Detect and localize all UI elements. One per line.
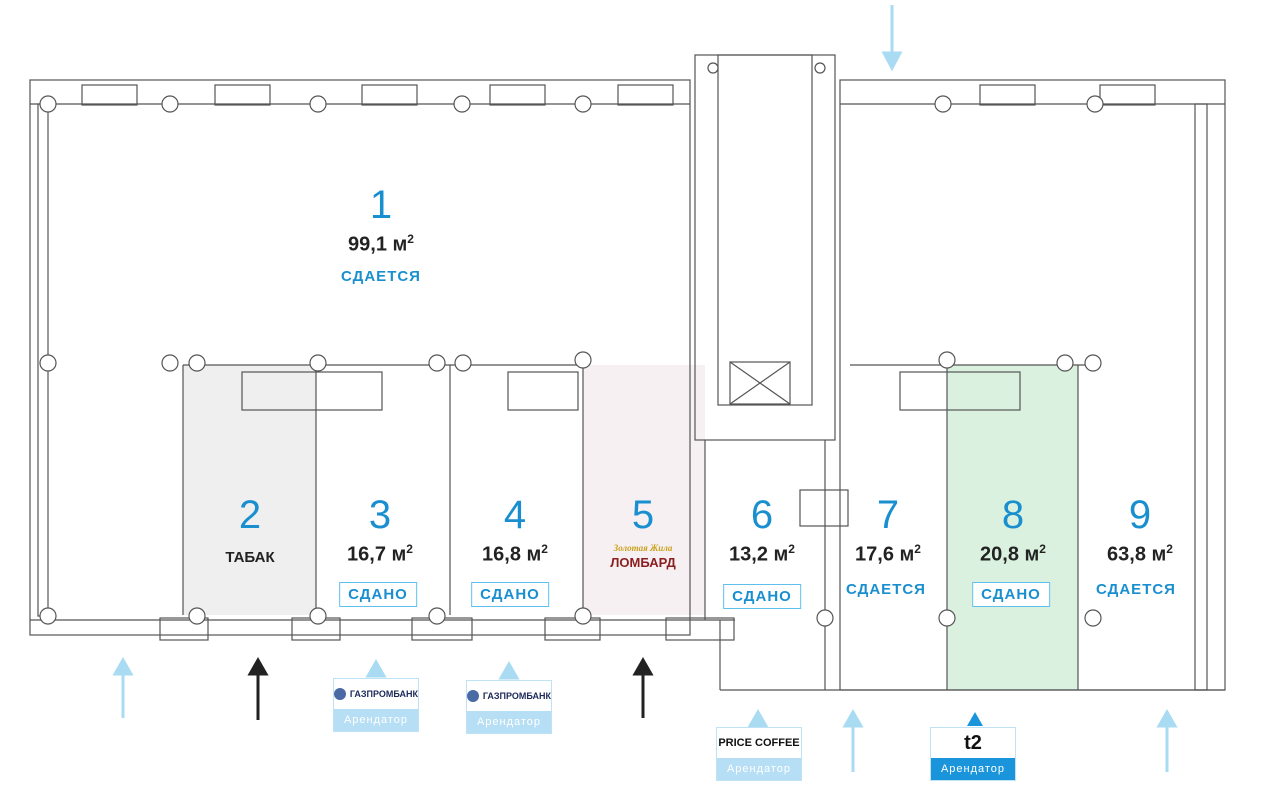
- unit-8-fill: [947, 365, 1078, 690]
- tenant-script-logo: Золотая Жила: [613, 543, 673, 553]
- tenant-logo-t2: t2 Арендатор: [930, 727, 1016, 781]
- unit-status: СДАЕТСЯ: [1096, 581, 1176, 598]
- unit-number: 3: [368, 493, 392, 537]
- tenant-logo-gazprombank: ГАЗПРОМБАНК Арендатор: [333, 678, 419, 732]
- unit-number: 5: [631, 493, 655, 537]
- unit-5-fill: [583, 365, 705, 615]
- unit-area: 63,8 м2: [1107, 542, 1173, 566]
- unit-status: СДАНО: [723, 584, 801, 609]
- unit-tenant: ТАБАК: [225, 549, 275, 566]
- unit-status: СДАЕТСЯ: [846, 581, 926, 598]
- unit-area: 20,8 м2: [980, 542, 1046, 566]
- unit-area: 99,1 м2: [348, 232, 414, 256]
- unit-area: 17,6 м2: [855, 542, 921, 566]
- unit-number: 9: [1128, 493, 1152, 537]
- columns: [39, 62, 1104, 627]
- unit-tenant: ЛОМБАРД: [610, 555, 676, 570]
- unit-number: 7: [876, 493, 900, 537]
- unit-status: СДАНО: [339, 582, 417, 607]
- unit-area: 16,7 м2: [347, 542, 413, 566]
- unit-area: 13,2 м2: [729, 542, 795, 566]
- unit-number: 2: [238, 493, 262, 537]
- unit-number: 1: [369, 183, 393, 227]
- tenant-logo-price-coffee: PRICE COFFEE Арендатор: [716, 727, 802, 781]
- entrance-arrows: [112, 5, 1178, 772]
- unit-status: СДАЕТСЯ: [341, 268, 421, 285]
- unit-status: СДАНО: [972, 582, 1050, 607]
- gazprombank-logo-icon: [467, 690, 479, 702]
- unit-status: СДАНО: [471, 582, 549, 607]
- tenant-logo-gazprombank: ГАЗПРОМБАНК Арендатор: [466, 680, 552, 734]
- unit-number: 4: [503, 493, 527, 537]
- unit-fills: [183, 365, 1078, 690]
- unit-area: 16,8 м2: [482, 542, 548, 566]
- unit-2-fill: [183, 365, 316, 615]
- gazprombank-logo-icon: [334, 688, 346, 700]
- unit-number: 6: [750, 493, 774, 537]
- unit-number: 8: [1001, 493, 1025, 537]
